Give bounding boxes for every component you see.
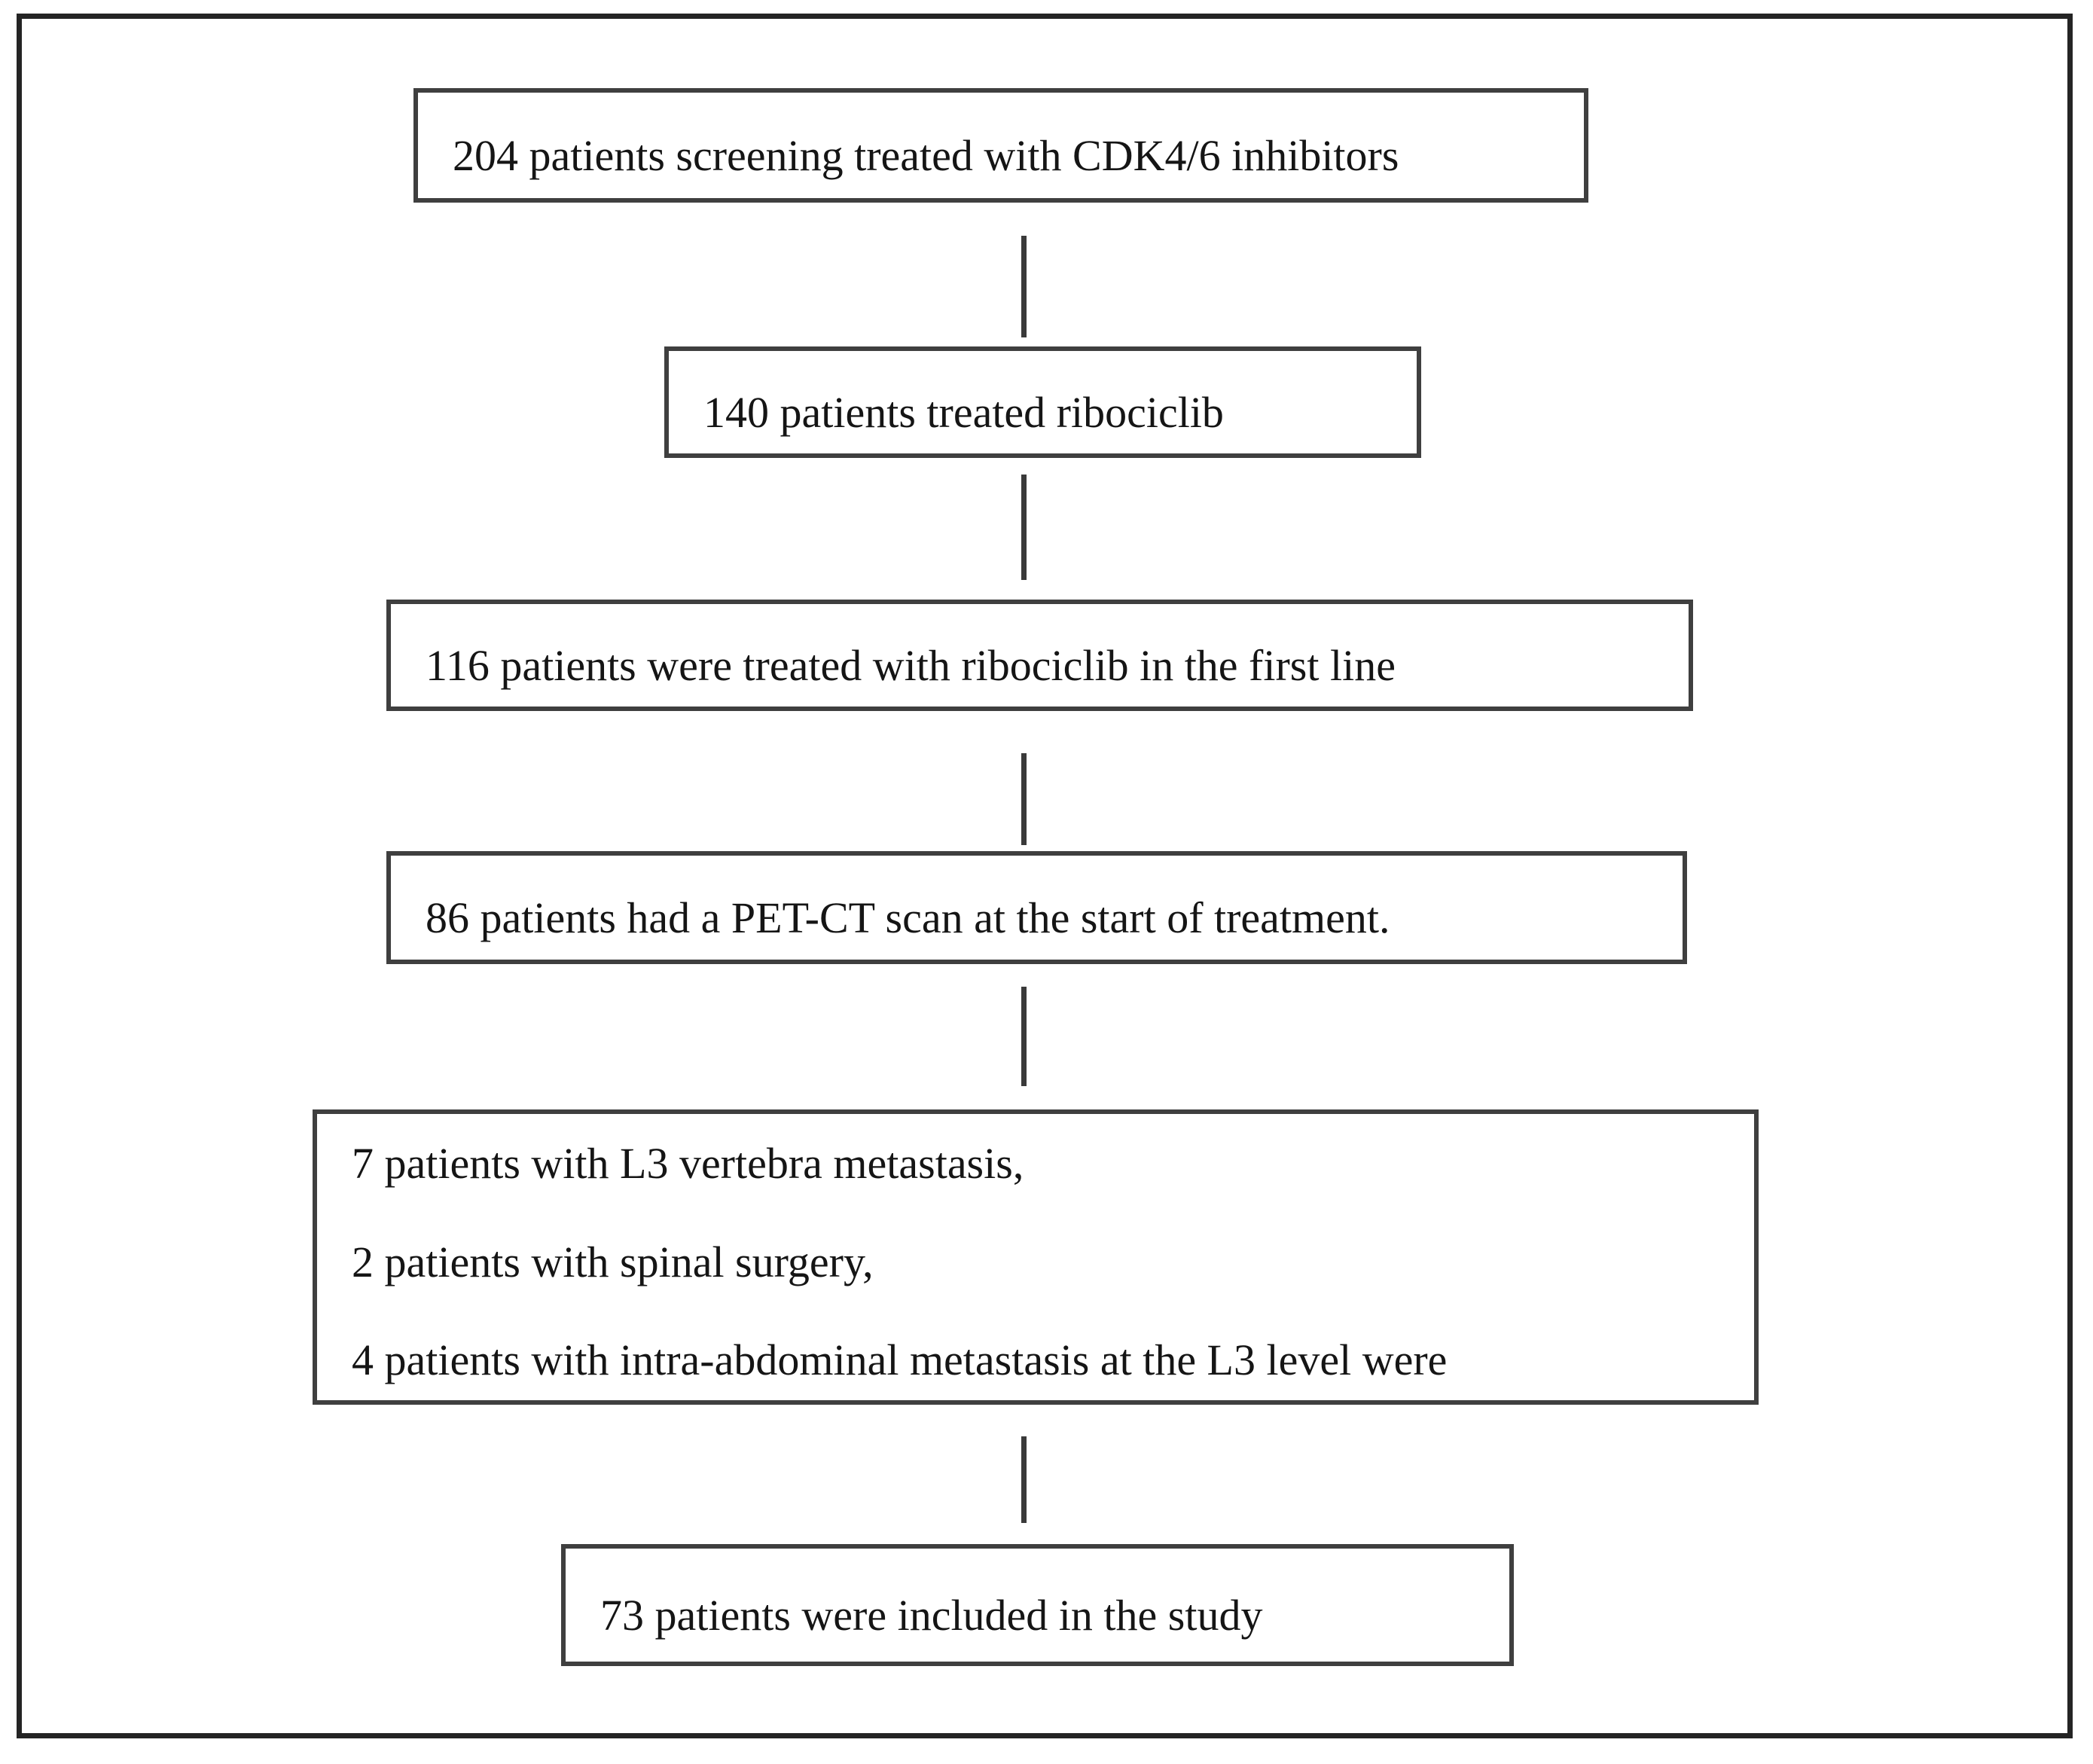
figure-border-frame <box>17 14 2073 1738</box>
flow-node-73-included: 73 patients were included in the study <box>561 1544 1514 1666</box>
node-text-line: 204 patients screening treated with CDK4… <box>453 130 1399 180</box>
node-text-line: 140 patients treated ribociclib <box>703 387 1224 437</box>
node-text-line: 86 patients had a PET-CT scan at the sta… <box>426 893 1390 942</box>
flow-node-140-ribociclib: 140 patients treated ribociclib <box>664 346 1421 458</box>
node-text-line: 73 patients were included in the study <box>600 1590 1263 1640</box>
node-text-line: 7 patients with L3 vertebra metastasis, <box>352 1138 1024 1188</box>
node-text-line: 4 patients with intra-abdominal metastas… <box>352 1335 1448 1385</box>
connector-line-5 <box>1021 1436 1027 1523</box>
flow-node-204-screening: 204 patients screening treated with CDK4… <box>413 88 1588 203</box>
node-text-line: 116 patients were treated with ribocicli… <box>426 640 1396 690</box>
flow-node-86-pet-ct: 86 patients had a PET-CT scan at the sta… <box>386 851 1687 964</box>
flow-node-116-first-line: 116 patients were treated with ribocicli… <box>386 600 1693 711</box>
flow-node-exclusions: 7 patients with L3 vertebra metastasis, … <box>313 1109 1759 1405</box>
connector-line-3 <box>1021 753 1027 845</box>
node-text-line: 2 patients with spinal surgery, <box>352 1237 874 1286</box>
connector-line-4 <box>1021 987 1027 1086</box>
connector-line-1 <box>1021 236 1027 337</box>
connector-line-2 <box>1021 475 1027 580</box>
